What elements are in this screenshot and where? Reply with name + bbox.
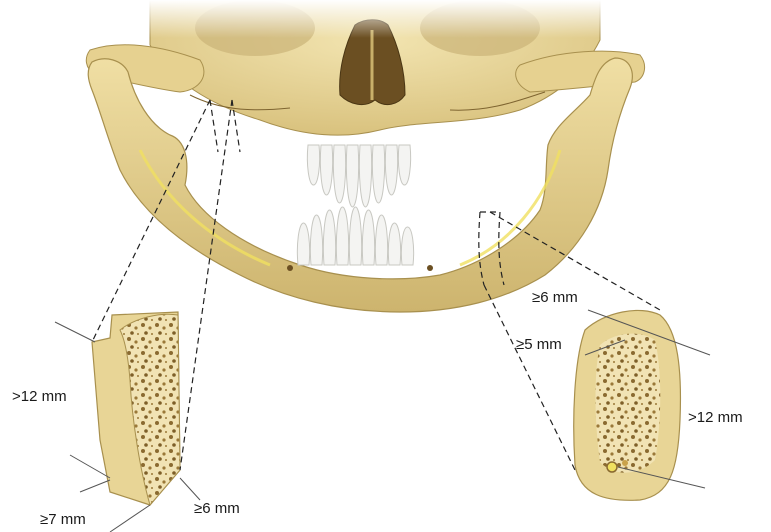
lower-tooth <box>310 215 322 265</box>
lower-tooth <box>401 227 413 265</box>
label-ramus-base-width: ≥7 mm <box>40 511 86 528</box>
label-body-crest: ≥5 mm <box>516 336 562 353</box>
mental-foramen-right <box>427 265 433 271</box>
upper-tooth <box>320 145 332 195</box>
upper-teeth <box>307 145 410 207</box>
upper-tooth <box>372 145 384 203</box>
label-ramus-height: >12 mm <box>12 388 67 405</box>
upper-tooth <box>307 145 319 185</box>
lower-teeth <box>297 207 413 265</box>
lower-tooth <box>349 207 361 265</box>
top-fade <box>0 0 771 38</box>
mandibular-canal-section <box>607 462 617 472</box>
body-graft-block <box>574 310 681 500</box>
label-body-top: ≥6 mm <box>532 289 578 306</box>
leader-ramus-cortical <box>180 478 200 500</box>
canal-detail <box>622 460 628 466</box>
lower-tooth <box>323 210 335 265</box>
lower-tooth <box>362 210 374 265</box>
ramus-graft-block <box>92 312 180 505</box>
body-block-spongy <box>596 334 661 473</box>
lower-tooth <box>297 223 309 265</box>
upper-tooth <box>333 145 345 203</box>
label-ramus-cortical: ≥6 mm <box>194 500 240 517</box>
upper-tooth <box>346 145 358 207</box>
upper-tooth <box>359 145 371 207</box>
label-body-height: >12 mm <box>688 409 743 426</box>
lower-tooth <box>375 215 387 265</box>
leader-ramus-base-b <box>80 480 110 492</box>
leader-ramus-top <box>55 322 95 342</box>
body-projection-bottom <box>484 285 575 470</box>
lower-tooth <box>336 207 348 265</box>
leader-ramus-bottom <box>110 505 150 532</box>
upper-tooth <box>398 145 410 185</box>
ramus-projection-right <box>180 100 232 470</box>
upper-tooth <box>385 145 397 195</box>
lower-tooth <box>388 223 400 265</box>
mental-foramen-left <box>287 265 293 271</box>
